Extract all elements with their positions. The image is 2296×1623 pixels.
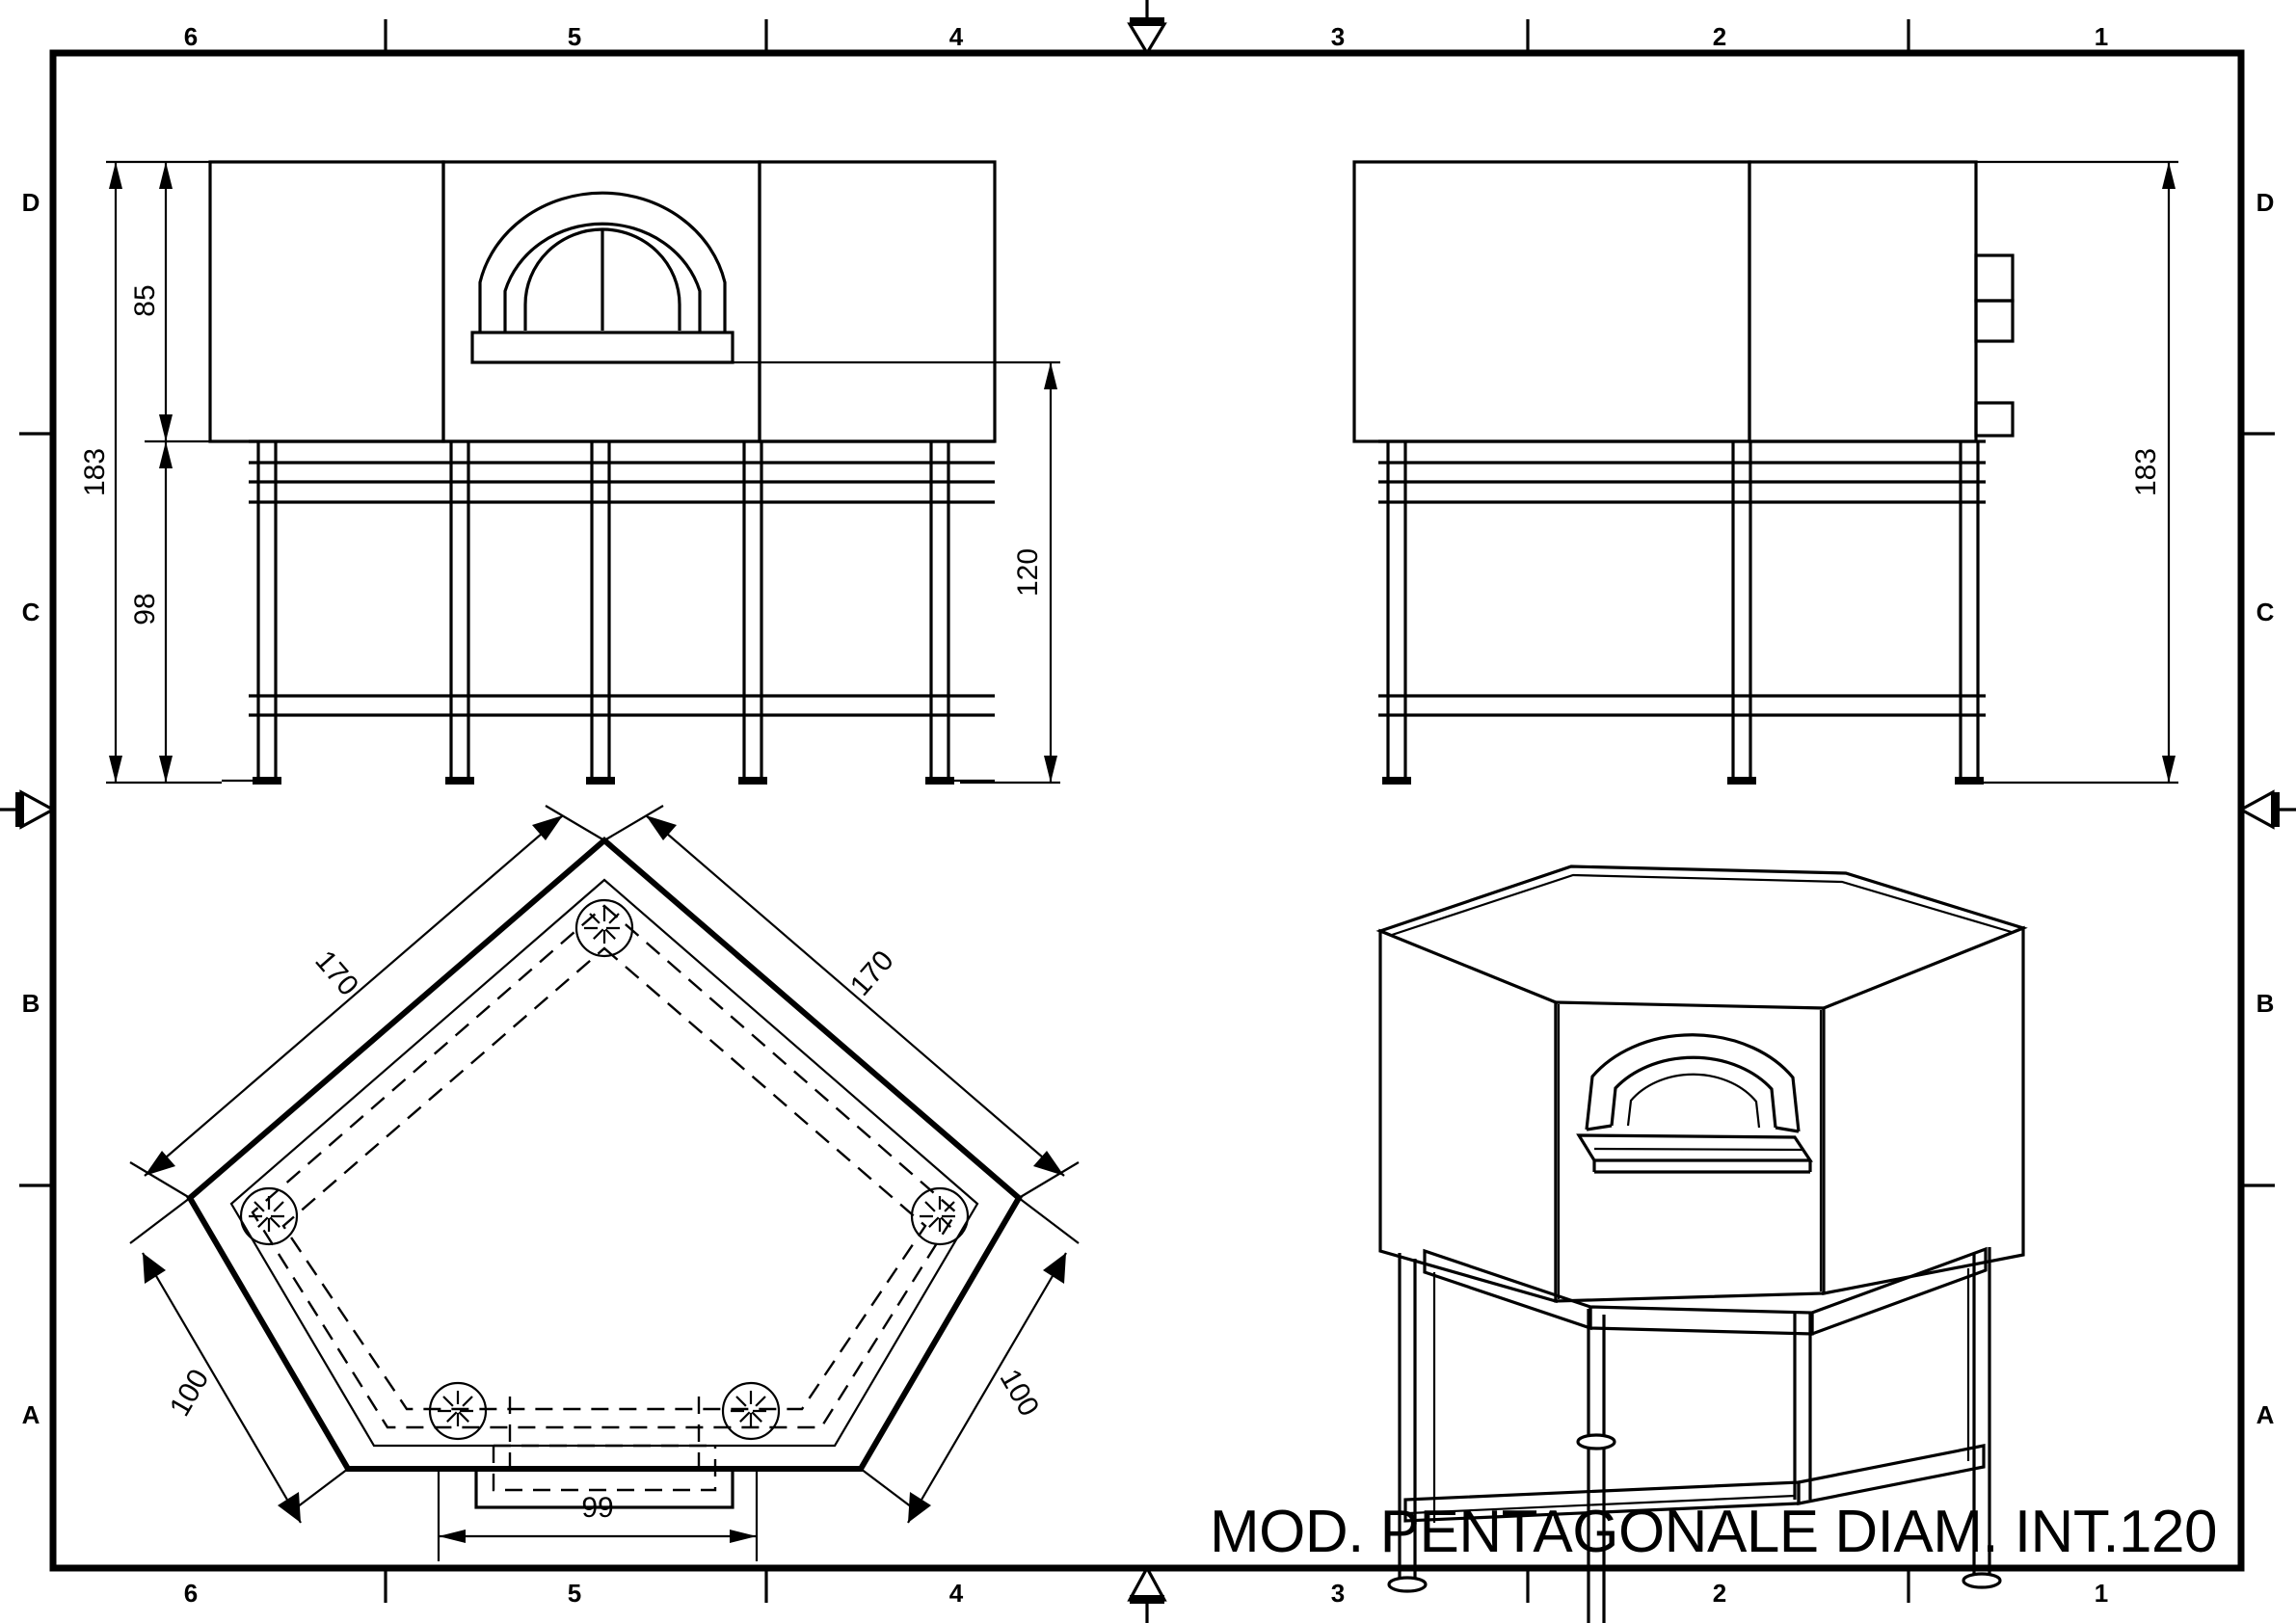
zone-label-left-C: C bbox=[22, 598, 40, 626]
zone-label-top-1: 1 bbox=[2095, 22, 2108, 51]
dimension-100-lower-left: 100 bbox=[129, 1197, 349, 1524]
plan-door-throat bbox=[492, 1397, 717, 1492]
zone-labels-right: D C B A bbox=[2256, 188, 2275, 1429]
plan-corner-fixing-bottom-left bbox=[428, 1381, 488, 1441]
dimension-label-98-front: 98 bbox=[129, 593, 161, 625]
dimension-100-lower-right: 100 bbox=[860, 1197, 1080, 1524]
drawing-title: MOD. PENTAGONALE DIAM. INT.120 bbox=[1210, 1499, 2217, 1565]
right-zone-ruler bbox=[2237, 432, 2296, 1187]
iso-stand-frame bbox=[1387, 1246, 2002, 1623]
side-elevation-view bbox=[1352, 160, 2015, 785]
sheet-frame bbox=[49, 49, 2245, 1572]
zone-label-top-2: 2 bbox=[1713, 22, 1726, 51]
plan-corner-fixing-bottom-right bbox=[721, 1381, 781, 1441]
dimension-99-plan: 99 bbox=[437, 1469, 759, 1561]
zone-label-top-5: 5 bbox=[568, 22, 581, 51]
zone-label-top-6: 6 bbox=[184, 22, 198, 51]
zone-label-top-4: 4 bbox=[949, 22, 964, 51]
zone-labels-top: 6 5 4 3 2 1 bbox=[184, 22, 2108, 51]
dimension-170-upper-right: 170 bbox=[603, 805, 1080, 1199]
dimension-label-120-front: 120 bbox=[1012, 548, 1044, 597]
zone-label-bottom-3: 3 bbox=[1331, 1579, 1345, 1608]
front-elevation-dimensions: 183 85 98 1 bbox=[79, 160, 1060, 785]
top-zone-ruler bbox=[384, 0, 1910, 57]
dimension-label-183-front: 183 bbox=[79, 448, 111, 496]
zone-label-left-D: D bbox=[22, 188, 40, 217]
iso-oven-door bbox=[1576, 1033, 1813, 1174]
dimension-label-85-front: 85 bbox=[129, 284, 161, 316]
dimension-183-front: 183 bbox=[79, 162, 122, 783]
zone-label-bottom-5: 5 bbox=[568, 1579, 581, 1608]
zone-label-right-C: C bbox=[2256, 598, 2275, 626]
side-elevation-dimensions: 183 bbox=[1976, 160, 2178, 785]
front-oven-door bbox=[470, 191, 734, 364]
dimension-label-99-plan: 99 bbox=[581, 1492, 613, 1524]
left-zone-ruler bbox=[0, 432, 57, 1187]
plan-corner-fixing-left bbox=[239, 1186, 299, 1246]
front-elevation-view bbox=[208, 160, 997, 785]
zone-label-right-B: B bbox=[2256, 989, 2275, 1018]
zone-label-bottom-4: 4 bbox=[949, 1579, 964, 1608]
side-control-boxes bbox=[1974, 253, 2015, 438]
side-stand-frame bbox=[1378, 439, 1986, 785]
plan-corner-fixing-right bbox=[910, 1186, 970, 1246]
dimension-85-front: 85 bbox=[129, 162, 173, 441]
dimension-label-100-lower-left: 100 bbox=[164, 1364, 216, 1422]
zone-label-right-D: D bbox=[2256, 188, 2275, 217]
dimension-120-front: 120 bbox=[733, 360, 1060, 785]
zone-labels-left: D C B A bbox=[22, 188, 40, 1429]
isometric-view bbox=[1375, 865, 2028, 1623]
dimension-98-front: 98 bbox=[129, 441, 173, 783]
zone-label-bottom-6: 6 bbox=[184, 1579, 198, 1608]
front-stand-frame bbox=[222, 439, 995, 785]
dimension-label-183-side: 183 bbox=[2130, 448, 2162, 496]
dimension-label-100-lower-right: 100 bbox=[994, 1364, 1046, 1422]
zone-label-bottom-1: 1 bbox=[2095, 1579, 2108, 1608]
zone-label-right-A: A bbox=[2256, 1400, 2275, 1429]
dimension-170-upper-left: 170 bbox=[129, 805, 605, 1199]
plan-view bbox=[186, 837, 1023, 1509]
dimension-183-side: 183 bbox=[2130, 162, 2176, 783]
side-oven-body bbox=[1352, 160, 1978, 443]
zone-label-top-3: 3 bbox=[1331, 22, 1345, 51]
zone-label-left-A: A bbox=[22, 1400, 40, 1429]
plan-door-plate bbox=[474, 1467, 734, 1509]
zone-labels-bottom: 6 5 4 3 2 1 bbox=[184, 1579, 2108, 1608]
drawing-title-block: MOD. PENTAGONALE DIAM. INT.120 bbox=[1210, 1499, 2217, 1565]
zone-label-left-B: B bbox=[22, 989, 40, 1018]
bottom-zone-ruler bbox=[384, 1564, 1910, 1623]
zone-label-bottom-2: 2 bbox=[1713, 1579, 1726, 1608]
plan-corner-fixing-top bbox=[574, 898, 634, 958]
iso-oven-top bbox=[1375, 865, 2028, 1012]
